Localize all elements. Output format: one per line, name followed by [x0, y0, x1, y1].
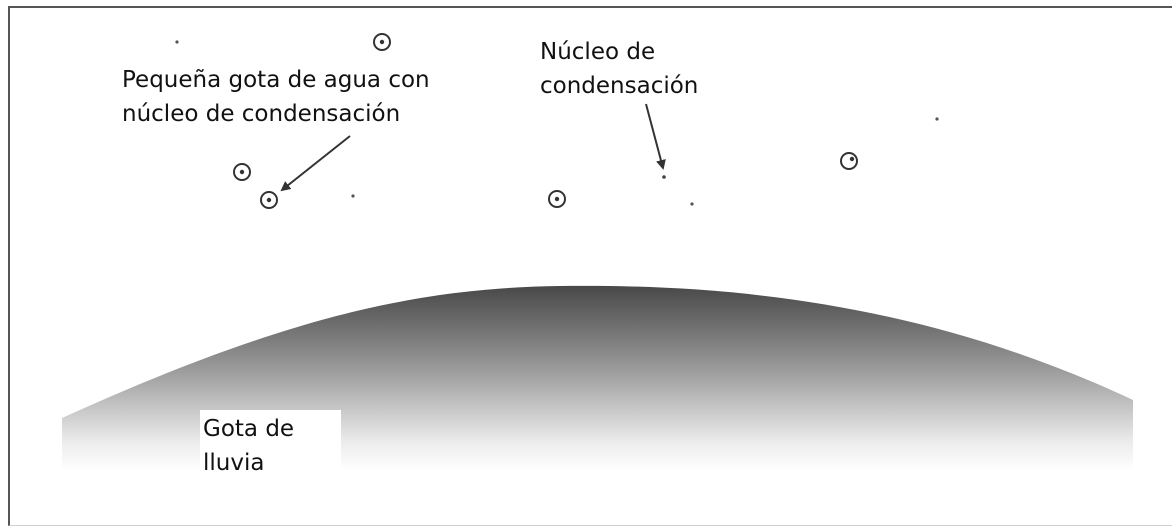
- small-droplet: [373, 33, 391, 51]
- condensation-nucleus-dot: [351, 194, 355, 198]
- arrow-to-condensation-nucleus: [645, 103, 666, 170]
- raindrop-label: Gota de lluvia: [200, 410, 341, 484]
- arrow-to-small-droplet: [280, 135, 351, 192]
- small-droplet: [233, 163, 251, 181]
- condensation-nucleus-dot: [935, 117, 939, 121]
- small-droplet: [260, 191, 278, 209]
- condensation-nucleus-dot: [175, 40, 179, 44]
- condensation-nucleus-dot: [690, 202, 694, 206]
- condensation-nucleus-label: Núcleo de condensación: [540, 39, 699, 99]
- small-droplet: [840, 152, 858, 170]
- small-droplet-label: Pequeña gota de agua con núcleo de conde…: [122, 67, 430, 127]
- condensation-nucleus-dot: [662, 175, 666, 179]
- small-droplet: [548, 190, 566, 208]
